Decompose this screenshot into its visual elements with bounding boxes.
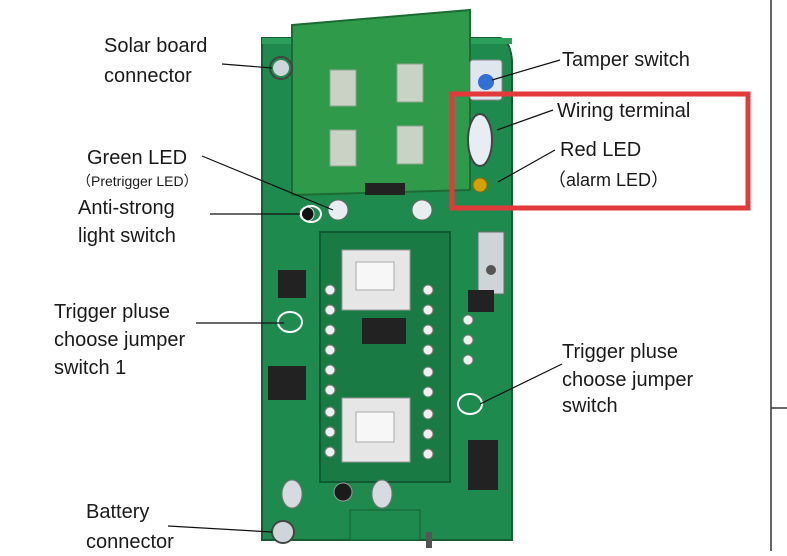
tamper-switch-label: Tamper switch	[562, 46, 690, 74]
tamper-switch-button	[478, 74, 494, 90]
sensor-window-bottom	[356, 412, 394, 442]
red-led	[473, 178, 487, 192]
green-led-sub-label: （Pretrigger LED）	[77, 172, 198, 190]
trigger-right-label-line2: choose jumper	[562, 366, 693, 394]
ic-chip	[468, 290, 494, 312]
solar-board-label-line1: Solar board	[104, 32, 207, 60]
wiring-terminal-label: Wiring terminal	[557, 97, 690, 125]
solar-connector	[273, 60, 289, 76]
battery-label-line2: connector	[86, 528, 174, 556]
solar-cell	[330, 130, 356, 166]
solar-board-label-line2: connector	[104, 62, 192, 90]
trigger-right-label-line1: Trigger pluse	[562, 338, 678, 366]
green-led-label: Green LED	[87, 144, 187, 172]
battery-connector-marker	[272, 521, 294, 543]
sensor-window-top	[356, 262, 394, 290]
trigger-left-label-line1: Trigger pluse	[54, 298, 170, 326]
crystal	[372, 480, 392, 508]
solar-panel	[292, 10, 470, 195]
wiring-terminal	[468, 114, 492, 166]
solar-cell	[330, 70, 356, 106]
anti-strong-label-line1: Anti-strong	[78, 194, 175, 222]
red-led-sub-label: （alarm LED）	[548, 166, 669, 194]
ic-chip	[468, 440, 498, 490]
solar-cell	[397, 126, 423, 164]
trigger-left-label-line3: switch 1	[54, 354, 126, 382]
indicator-led	[412, 200, 432, 220]
power-regulator	[478, 232, 504, 294]
trigger-right-label-line3: switch	[562, 392, 618, 420]
trigger-left-label-line2: choose jumper	[54, 326, 185, 354]
battery-label-line1: Battery	[86, 498, 149, 526]
electrolytic-capacitor	[334, 483, 352, 501]
green-led	[328, 200, 348, 220]
ic-chip	[362, 318, 406, 344]
header-pins	[365, 183, 405, 195]
anti-strong-label-line2: light switch	[78, 222, 176, 250]
ic-chip	[268, 366, 306, 400]
regulator-screw	[486, 265, 496, 275]
solar-cell	[397, 64, 423, 102]
board-extension	[350, 510, 420, 540]
crystal	[282, 480, 302, 508]
wire-lead	[426, 532, 432, 548]
ic-chip	[278, 270, 306, 298]
red-led-label: Red LED	[560, 136, 641, 164]
